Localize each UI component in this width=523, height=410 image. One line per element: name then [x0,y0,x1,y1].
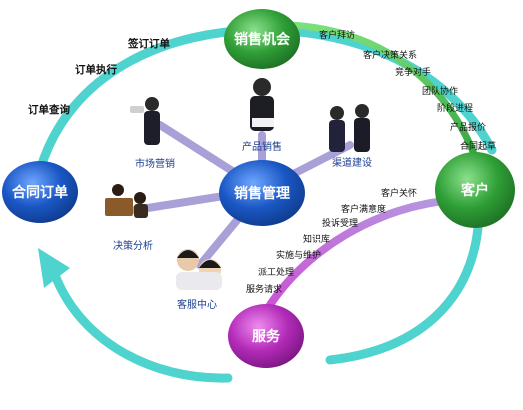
role-marketing-label: 市场营销 [135,157,175,170]
node-sales-opportunity[interactable]: 销售机会 [224,9,300,69]
right-label-stage: 阶段进程 [437,102,473,114]
left-label-order-execution: 订单执行 [75,63,117,76]
right-label-team: 团队协作 [422,85,458,97]
left-label-order-query: 订单查询 [28,103,70,116]
role-channel-label: 渠道建设 [332,156,372,169]
right-label-contract-draft: 合同起草 [460,140,496,152]
node-contract-order[interactable]: 合同订单 [2,161,78,223]
service-label-maintenance: 实施与维护 [276,249,321,261]
left-label-sign-order: 签订订单 [127,37,170,50]
role-product-sales-label: 产品销售 [242,140,282,153]
person-channel-image [329,104,370,152]
service-label-dispatch: 派工处理 [258,266,294,278]
node-sales-management[interactable]: 销售管理 [219,160,305,226]
person-marketing-image [130,97,160,145]
person-decision-image [105,184,148,218]
service-label-satisfaction: 客户满意度 [341,203,386,215]
role-decision-label: 决策分析 [113,239,153,252]
person-product-sales-image [250,78,274,131]
service-label-complaint: 投诉受理 [322,217,358,229]
right-label-competitor: 竞争对手 [395,66,431,78]
role-service-center-label: 客服中心 [177,298,217,311]
person-service-center-image [176,249,222,290]
cycle-arrowhead [38,248,70,288]
node-customer[interactable]: 客户 [435,152,515,228]
right-label-quote: 产品报价 [450,121,486,133]
right-label-visit: 客户拜访 [319,29,355,41]
node-service[interactable]: 服务 [228,304,304,368]
service-label-request: 服务请求 [246,283,282,295]
node-sales-opportunity-label: 销售机会 [234,31,291,48]
service-label-knowledge: 知识库 [303,233,330,245]
cycle-arc-right [325,223,483,365]
node-contract-order-label: 合同订单 [12,184,68,201]
service-label-care: 客户关怀 [381,187,417,199]
node-service-label: 服务 [252,328,281,345]
node-customer-label: 客户 [460,182,489,199]
cycle-arc-bottom [50,270,233,383]
service-arc [258,196,459,322]
opportunity-arc [286,21,484,174]
node-sales-management-label: 销售管理 [234,185,290,202]
right-label-decision-relation: 客户决策关系 [363,49,417,61]
